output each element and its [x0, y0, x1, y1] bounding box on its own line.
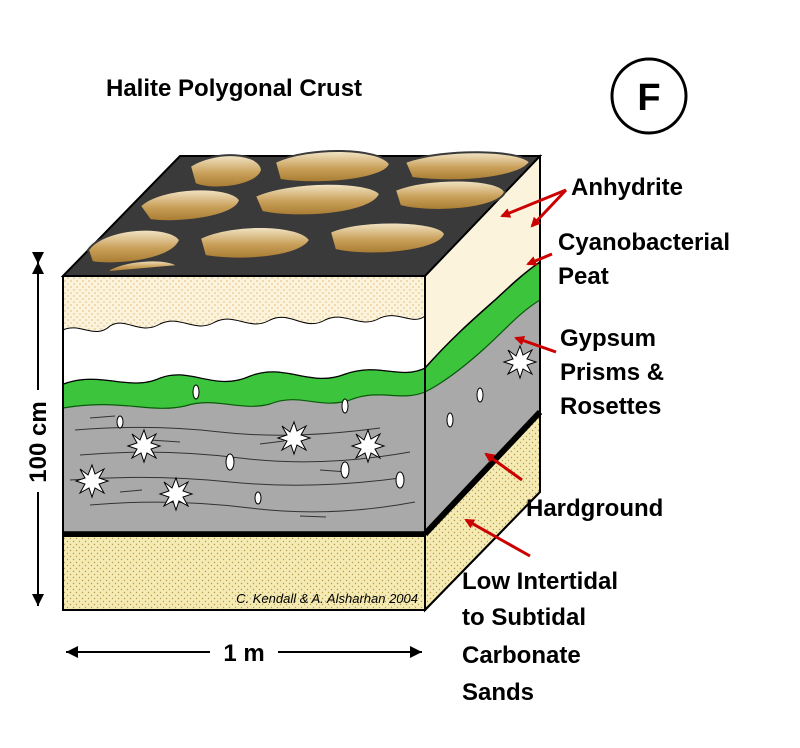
label-rosettes: Rosettes — [560, 393, 661, 420]
arrow-anhydrite-1 — [500, 188, 567, 218]
arrow-peat — [526, 252, 553, 266]
width-dimension: 1 m — [66, 640, 422, 667]
label-hardground: Hardground — [526, 495, 663, 522]
arrow-anhydrite-2 — [530, 188, 568, 228]
red-arrows — [464, 188, 568, 558]
front-face — [62, 275, 426, 611]
panel-badge — [610, 57, 688, 135]
label-sands: Sands — [462, 679, 534, 706]
arrow-gypsum — [514, 335, 557, 354]
diagram-title: Halite Polygonal Crust — [106, 75, 362, 102]
label-gypsum: Gypsum — [560, 325, 656, 352]
label-1m: 1 m — [223, 640, 264, 667]
halite-crust — [60, 150, 543, 277]
label-cyanobacterial: Cyanobacterial — [558, 229, 730, 256]
label-100cm: 100 cm — [25, 401, 52, 482]
label-peat: Peat — [558, 263, 609, 290]
label-prisms: Prisms & — [560, 359, 664, 386]
label-low-intertidal: Low Intertidal — [462, 568, 618, 595]
label-carbonate: Carbonate — [462, 642, 581, 669]
label-to-subtidal: to Subtidal — [462, 604, 586, 631]
anhydrite-nodules — [62, 314, 426, 385]
credit-text: C. Kendall & A. Alsharhan 2004 — [236, 591, 418, 606]
block-outline — [62, 156, 541, 611]
panel-letter: F — [637, 77, 660, 119]
arrow-hardground — [484, 452, 523, 482]
label-anhydrite: Anhydrite — [571, 174, 683, 201]
arrow-sands — [464, 518, 531, 558]
height-dimension: 100 cm — [25, 252, 52, 606]
hardground-line-side — [422, 409, 543, 537]
carbonate-sand-layer — [62, 533, 426, 611]
